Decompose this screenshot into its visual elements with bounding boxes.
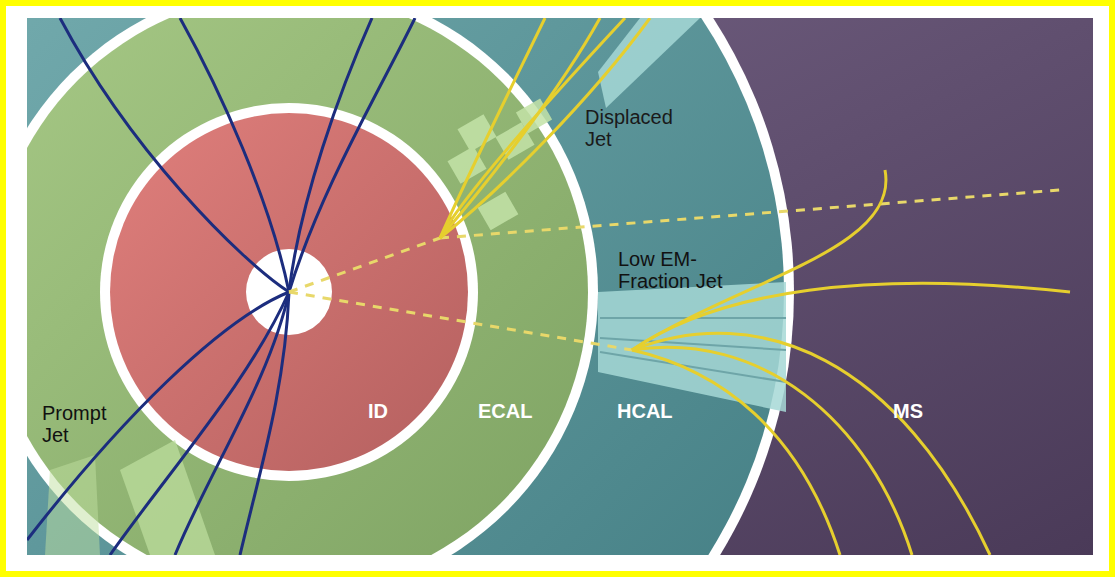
jet-label: Prompt Jet — [42, 402, 122, 446]
detector-layers — [27, 18, 1093, 555]
low-em-jet-tracks — [632, 170, 1070, 555]
jet-label: Displaced Jet — [585, 106, 695, 150]
layer-label: ID — [368, 400, 428, 422]
low-em-jet-deposit — [598, 282, 786, 412]
prompt-jet-tracks — [27, 18, 415, 555]
frame — [3, 3, 1112, 574]
hadronic-calorimeter — [27, 18, 784, 555]
layer-gap — [27, 18, 794, 555]
layer-gap — [27, 18, 598, 555]
em-calorimeter — [27, 18, 588, 555]
layer-label: MS — [893, 400, 953, 422]
jet-label: Low EM- Fraction Jet — [618, 248, 748, 292]
frame-tab — [730, 0, 940, 3]
layer-label: ECAL — [478, 400, 558, 422]
layer-label: HCAL — [617, 400, 697, 422]
